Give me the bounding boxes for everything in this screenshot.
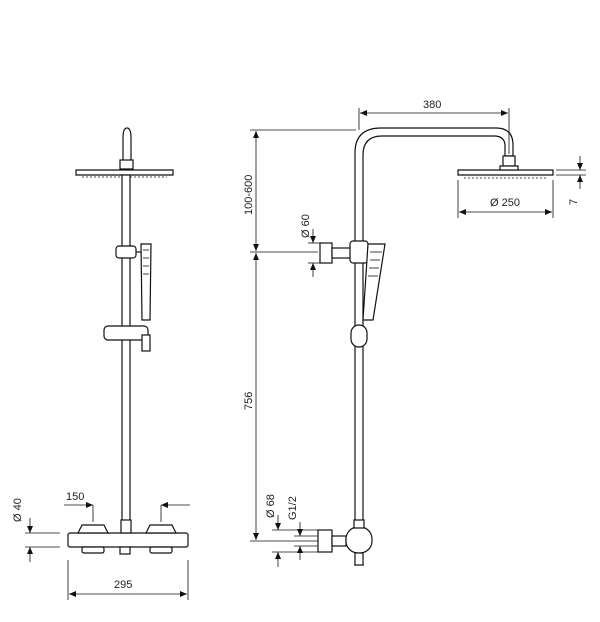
front-slide-holder xyxy=(103,325,149,341)
side-head-connector xyxy=(502,155,516,167)
dim-thread: G1/2 xyxy=(287,496,299,520)
dim-overall-width: 295 xyxy=(114,579,132,591)
front-thermostatic-mixer xyxy=(67,532,189,548)
side-view: 380 Ø 250 7 100-600 Ø 60 756 Ø 68 xyxy=(243,99,586,567)
front-hand-shower xyxy=(140,243,152,321)
side-shower-head xyxy=(457,169,554,176)
dim-head-thickness: 7 xyxy=(568,199,580,205)
side-upper-holder xyxy=(319,242,333,264)
dim-inlet-diameter: Ø 68 xyxy=(265,494,277,518)
front-riser-pipe xyxy=(121,174,131,526)
front-shower-head xyxy=(75,169,174,176)
dim-height-adjust: 100-600 xyxy=(243,175,255,215)
side-slide-holder xyxy=(350,324,368,348)
dim-rail-height: 756 xyxy=(243,392,255,410)
front-view: 150 295 Ø 40 xyxy=(12,127,190,600)
front-outlet xyxy=(119,546,131,555)
dim-arm-length: 380 xyxy=(423,99,441,111)
side-mixer-body xyxy=(345,526,373,554)
front-head-connector xyxy=(119,159,134,170)
dim-holder-diameter: Ø 60 xyxy=(300,214,312,238)
side-wall-inlet xyxy=(317,529,333,553)
front-upper-holder xyxy=(115,245,137,259)
side-shower-arm xyxy=(354,127,514,526)
dim-center-distance: 150 xyxy=(66,491,84,503)
side-hand-shower xyxy=(362,243,386,321)
dim-mixer-diameter: Ø 40 xyxy=(12,498,24,522)
front-gooseneck xyxy=(122,127,132,160)
dim-head-diameter: Ø 250 xyxy=(490,197,520,209)
